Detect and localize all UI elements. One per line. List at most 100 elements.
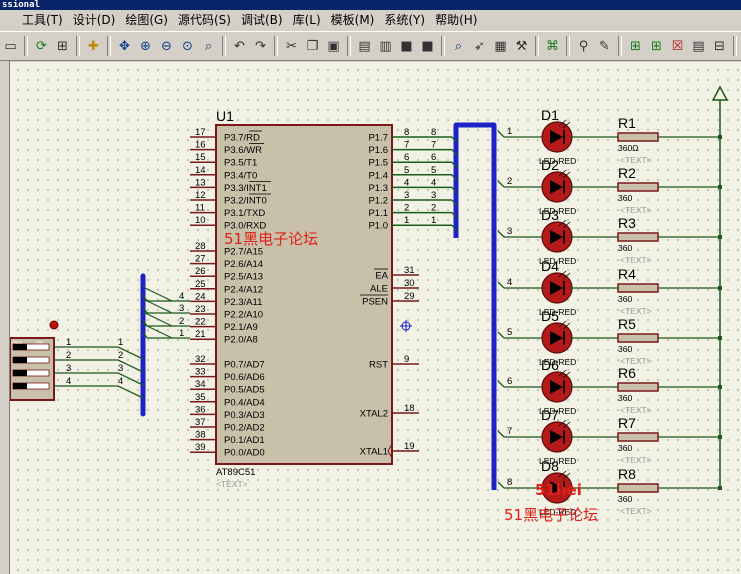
- property-tool-icon[interactable]: ✎: [599, 38, 610, 54]
- cut-icon[interactable]: ✂: [286, 38, 297, 54]
- origin-icon[interactable]: ✚: [88, 38, 99, 54]
- menu-system[interactable]: 系统(Y): [384, 13, 426, 27]
- resistor-body[interactable]: [617, 382, 659, 392]
- menu-source[interactable]: 源代码(S): [177, 13, 231, 27]
- watermark-1: 51黑电子论坛: [224, 230, 318, 248]
- bus-wire-label: 4: [179, 291, 184, 302]
- decompose-icon[interactable]: ⚒: [515, 38, 528, 54]
- resistor-value: 360Ω: [618, 143, 639, 153]
- menu-help[interactable]: 帮助(H): [435, 13, 478, 27]
- cursor-cross-icon: [400, 320, 412, 332]
- bom-icon[interactable]: ▤: [692, 38, 705, 54]
- mcu-pin-number: 17: [195, 127, 206, 138]
- bus-entry: [497, 481, 505, 489]
- undo-icon[interactable]: ↶: [234, 38, 245, 54]
- light-ray-icon: [562, 371, 571, 379]
- menu-tools[interactable]: 工具(T): [22, 13, 63, 27]
- redo-icon[interactable]: ↷: [255, 38, 266, 54]
- mcu-pin-number: 10: [195, 215, 206, 226]
- mcu-body[interactable]: [215, 124, 393, 465]
- resistor-body[interactable]: [617, 432, 659, 442]
- wire-autorouter-icon[interactable]: ⌘: [546, 38, 559, 54]
- menu-debug[interactable]: 调试(B): [240, 13, 283, 27]
- bus-entry: [497, 281, 505, 289]
- packaging-icon[interactable]: ▦: [494, 38, 507, 54]
- mcu-pin-number: 24: [195, 291, 206, 302]
- mcu-pin-number: 26: [195, 266, 206, 277]
- resistor-body[interactable]: [617, 333, 659, 343]
- menu-library[interactable]: 库(L): [292, 13, 321, 27]
- zoom-out-icon[interactable]: ⊖: [161, 38, 172, 54]
- mcu-pin-number: 37: [195, 417, 206, 428]
- menu-design[interactable]: 设计(D): [72, 13, 116, 27]
- grid-icon[interactable]: ⊞: [57, 38, 68, 54]
- page-icon[interactable]: ▭: [4, 38, 17, 54]
- make-device-icon[interactable]: ➶: [474, 38, 485, 54]
- junction-dot: [718, 235, 722, 239]
- light-ray-icon: [558, 470, 567, 478]
- resistor-body[interactable]: [617, 232, 659, 242]
- bus-wire-label: 8: [507, 477, 512, 488]
- refresh-icon[interactable]: ⟳: [36, 38, 47, 54]
- zoom-all-icon[interactable]: ⊙: [182, 38, 193, 54]
- block-move-icon[interactable]: ▥: [379, 38, 392, 54]
- remove-sheet-icon[interactable]: ⊞: [651, 38, 662, 54]
- dip-switch-lever: [13, 344, 27, 350]
- light-ray-icon: [558, 169, 567, 177]
- light-ray-icon: [562, 322, 571, 330]
- resistor-body[interactable]: [617, 483, 659, 493]
- netlist-icon[interactable]: ⊟: [714, 38, 725, 54]
- junction-dot: [718, 336, 722, 340]
- block-copy-icon[interactable]: ▤: [358, 38, 371, 54]
- block-rotate-icon[interactable]: ■: [400, 38, 413, 54]
- pan-icon[interactable]: ✥: [119, 38, 130, 54]
- led-ref: D4: [541, 258, 559, 274]
- clock-pin-icon: [387, 443, 393, 459]
- resistor-body[interactable]: [617, 132, 659, 142]
- zoom-in-icon[interactable]: ⊕: [140, 38, 151, 54]
- zoom-area-icon[interactable]: ⌕: [204, 38, 213, 54]
- block-delete-icon[interactable]: ■: [421, 38, 434, 54]
- mcu-pin-number: 18: [404, 403, 415, 414]
- mcu-pin-name: P1.5: [368, 158, 388, 169]
- bus-wire-label: 7: [507, 426, 512, 437]
- menu-template[interactable]: 模板(M): [330, 13, 375, 27]
- resistor-body[interactable]: [617, 283, 659, 293]
- mcu-u1[interactable]: U1 AT89C51 <TEXT>: [215, 108, 412, 489]
- new-sheet-icon[interactable]: ⊞: [630, 38, 641, 54]
- mcu-pin-name: P2.1/A9: [224, 322, 258, 333]
- bus-wire-label: 4: [431, 177, 436, 188]
- menu-graph[interactable]: 绘图(G): [125, 13, 168, 27]
- bus-p1-led: [453, 122, 497, 490]
- bus-entry: [497, 130, 505, 138]
- exit-parent-icon[interactable]: ☒: [671, 38, 684, 54]
- paste-icon[interactable]: ▣: [327, 38, 340, 54]
- copy-icon[interactable]: ❐: [306, 38, 319, 54]
- mcu-pin-name: PSEN: [362, 297, 388, 308]
- resistor-body[interactable]: [617, 182, 659, 192]
- mcu-pin-name: XTAL2: [360, 409, 388, 420]
- search-tag-icon[interactable]: ⚲: [578, 38, 589, 54]
- pick-device-icon[interactable]: ⌕: [454, 38, 463, 54]
- led-ref: D2: [541, 157, 559, 173]
